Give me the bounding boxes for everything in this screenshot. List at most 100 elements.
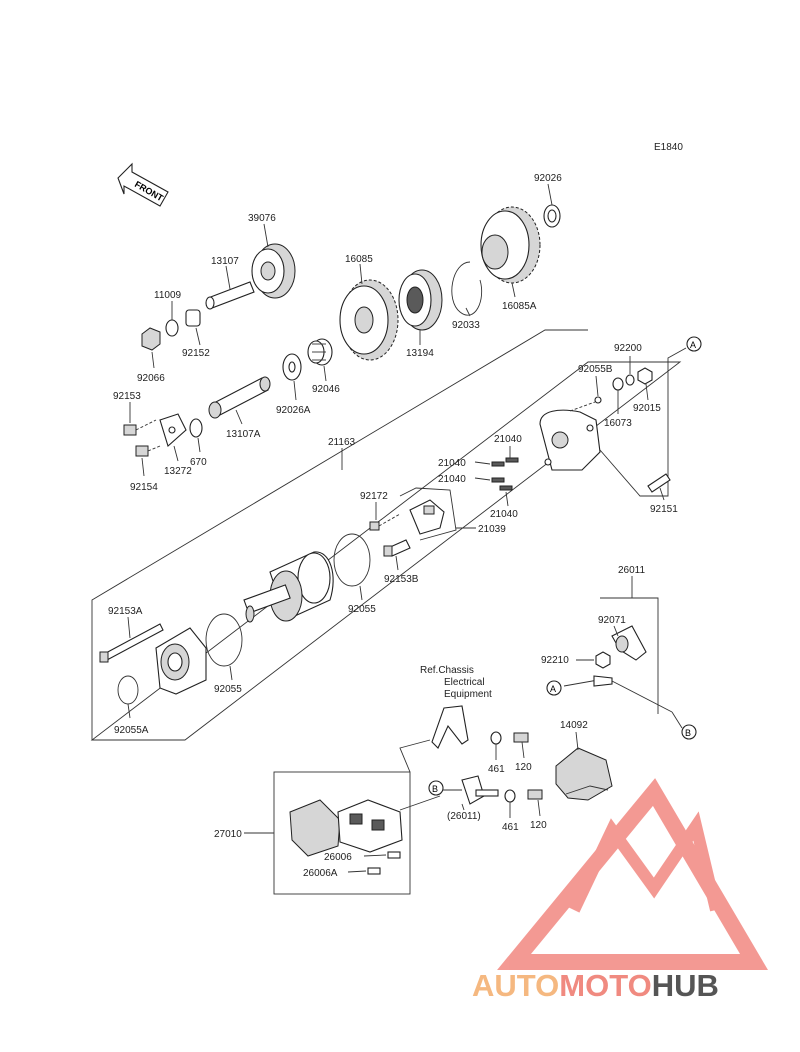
label-92033: 92033 bbox=[452, 320, 480, 331]
label-120-b: 120 bbox=[530, 820, 547, 831]
part-92015-nut bbox=[637, 367, 653, 385]
part-120-bolt-b bbox=[527, 789, 543, 800]
label-92151: 92151 bbox=[650, 504, 678, 515]
part-92153A-long-bolt bbox=[99, 623, 164, 663]
part-92152-bush bbox=[185, 309, 201, 327]
label-14092: 14092 bbox=[560, 720, 588, 731]
part-92055-o-ring-b bbox=[205, 613, 243, 667]
part-21163-yoke-armature bbox=[243, 551, 334, 623]
part-92154-bolt bbox=[135, 445, 161, 457]
part-26011-starter-cable bbox=[563, 675, 683, 729]
label-92172: 92172 bbox=[360, 491, 388, 502]
label-92055-a: 92055 bbox=[348, 604, 376, 615]
label-120-a: 120 bbox=[515, 762, 532, 773]
part-92026-washer bbox=[543, 204, 561, 228]
label-92153A: 92153A bbox=[108, 606, 143, 617]
label-26006A: 26006A bbox=[303, 868, 338, 879]
label-461-a: 461 bbox=[488, 764, 505, 775]
part-92200-washer bbox=[625, 374, 635, 386]
part-670-o-ring bbox=[189, 418, 203, 438]
automotohub-logo-mark bbox=[497, 778, 768, 970]
label-26011: 26011 bbox=[618, 565, 646, 576]
part-92066-bolt bbox=[141, 327, 161, 351]
label-92015: 92015 bbox=[633, 403, 661, 414]
label-21163: 21163 bbox=[328, 437, 356, 448]
label-21039: 21039 bbox=[478, 524, 506, 535]
part-461-washer-a bbox=[490, 731, 502, 745]
watermark-moto: MOTO bbox=[559, 968, 651, 1003]
label-92026: 92026 bbox=[534, 173, 562, 184]
part-front-cover bbox=[155, 627, 207, 695]
part-13107-shaft bbox=[205, 281, 255, 310]
part-92046-needle-bearing bbox=[307, 338, 333, 366]
part-21039-brush-holder bbox=[399, 487, 457, 541]
callout-b-lower: B bbox=[428, 780, 444, 796]
label-26006: 26006 bbox=[324, 852, 352, 863]
part-120-bolt-a bbox=[513, 732, 529, 743]
starter-assembly-bracket bbox=[91, 329, 588, 740]
label-92210: 92210 bbox=[541, 655, 569, 666]
label-16073: 16073 bbox=[604, 418, 632, 429]
ref-note-line-3: Equipment bbox=[444, 689, 492, 700]
part-26006A-fuse bbox=[367, 867, 381, 875]
label-92071: 92071 bbox=[598, 615, 626, 626]
part-16073-washer bbox=[612, 377, 624, 391]
part-92172-screw bbox=[369, 513, 401, 531]
part-26006-fuse bbox=[387, 851, 401, 859]
label-92153: 92153 bbox=[113, 391, 141, 402]
label-16085: 16085 bbox=[345, 254, 373, 265]
part-461-washer-b bbox=[504, 789, 516, 803]
part-92153B-bolt bbox=[383, 539, 411, 557]
label-92055B: 92055B bbox=[578, 364, 613, 375]
label-13272: 13272 bbox=[164, 466, 192, 477]
label-92066: 92066 bbox=[137, 373, 165, 384]
label-21040-c: 21040 bbox=[438, 474, 466, 485]
svg-text:B: B bbox=[685, 728, 691, 738]
svg-text:A: A bbox=[690, 340, 696, 350]
part-13107A-shaft bbox=[208, 376, 271, 419]
label-26011-paren: (26011) bbox=[447, 811, 481, 822]
bracket-26011 bbox=[600, 597, 659, 714]
part-92026A-washer bbox=[282, 353, 302, 381]
callout-a-cable: A bbox=[546, 680, 562, 696]
label-92055A: 92055A bbox=[114, 725, 149, 736]
part-92055A-o-ring bbox=[117, 675, 139, 705]
label-461-b: 461 bbox=[502, 822, 519, 833]
part-13194-clutch bbox=[398, 269, 443, 331]
part-27010-starter-relay bbox=[289, 795, 441, 857]
part-16085A-gear bbox=[480, 206, 541, 284]
label-21040-d: 21040 bbox=[490, 509, 518, 520]
label-92153B: 92153B bbox=[384, 574, 419, 585]
label-92046: 92046 bbox=[312, 384, 340, 395]
part-92210-nut bbox=[595, 651, 611, 669]
part-14092-cover bbox=[555, 747, 613, 801]
watermark-hub: HUB bbox=[652, 968, 719, 1003]
part-13272-plate bbox=[159, 413, 187, 447]
part-92071-terminal-cover bbox=[611, 625, 647, 661]
callout-a-top: A bbox=[686, 336, 702, 352]
part-39076-gear bbox=[251, 243, 296, 299]
label-39076: 39076 bbox=[248, 213, 276, 224]
label-92026A: 92026A bbox=[276, 405, 311, 416]
callout-b-cable: B bbox=[681, 724, 697, 740]
watermark-text: AUTOMOTOHUB bbox=[472, 968, 719, 1003]
label-13194: 13194 bbox=[406, 348, 434, 359]
part-21040-springs bbox=[491, 457, 519, 491]
label-13107: 13107 bbox=[211, 256, 239, 267]
part-92153-bolt bbox=[123, 419, 157, 436]
front-direction-arrow: FRONT bbox=[117, 162, 169, 207]
label-21040-a: 21040 bbox=[494, 434, 522, 445]
label-92154: 92154 bbox=[130, 482, 158, 493]
label-11009: 11009 bbox=[154, 290, 182, 301]
ref-note-line-1: Ref.Chassis bbox=[420, 665, 474, 676]
label-670: 670 bbox=[190, 457, 207, 468]
part-16085-gear bbox=[339, 279, 399, 361]
part-92033-circlip bbox=[451, 261, 483, 316]
svg-text:B: B bbox=[432, 784, 438, 794]
part-92055-o-ring-a bbox=[333, 533, 371, 587]
diagram-code: E1840 bbox=[654, 142, 683, 153]
part-92055B-o-ring bbox=[594, 396, 602, 404]
label-13107A: 13107A bbox=[226, 429, 261, 440]
